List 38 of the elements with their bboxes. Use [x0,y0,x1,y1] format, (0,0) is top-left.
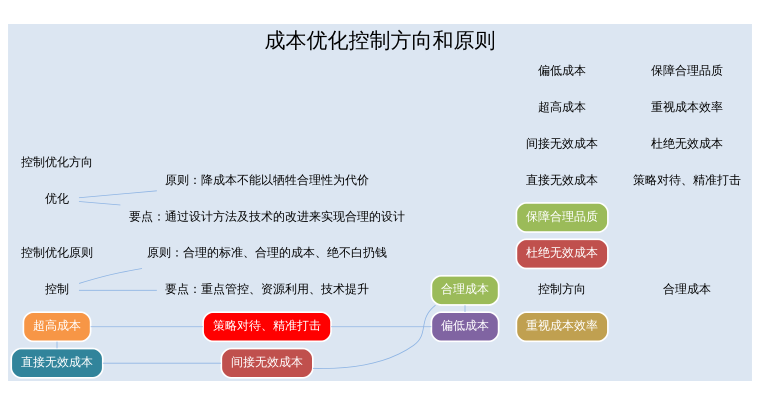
node-box: 间接无效成本 [220,348,314,379]
label: 合理成本 [663,282,712,296]
node-box: 直接无效成本 [10,348,104,379]
node-box: 偏低成本 [430,311,500,342]
diagram-title: 成本优化控制方向和原则 [264,27,496,52]
label: 保障合理品质 [651,64,724,78]
connector [78,290,158,291]
connector [78,201,121,206]
node-text: 控制 [45,282,69,296]
connector [78,268,142,284]
label: 控制优化原则 [21,246,93,260]
connector [312,304,436,369]
connector [102,362,222,364]
node-box: 合理成本 [430,274,500,306]
label: 杜绝无效成本 [651,136,724,150]
node-box: 超高成本 [22,311,92,342]
label: 偏低成本 [538,64,586,78]
connector [330,326,432,328]
node-box: 策略对待、精准打击 [202,311,332,342]
node-box: 重视成本效率 [516,311,609,342]
node-text: 要点：重点管控、资源利用、技术提升 [165,282,370,296]
node-text: 要点：通过设计方法及技术的改进来实现合理的设计 [129,209,406,224]
label: 控制优化方向 [21,155,93,170]
label: 控制方向 [538,282,586,296]
connector [464,304,466,312]
label: 直接无效成本 [526,172,598,187]
connector [78,190,158,198]
node-box: 保障合理品质 [516,202,609,233]
connector [90,326,204,328]
label: 间接无效成本 [526,136,598,150]
node-text: 原则：降成本不能以牺牲合理性为代价 [165,172,370,187]
label: 重视成本效率 [651,100,724,114]
node-text: 优化 [45,192,69,206]
connector [56,341,58,349]
label: 超高成本 [538,100,586,114]
node-text: 原则：合理的标准、合理的成本、绝不白扔钱 [147,246,388,260]
label: 策略对待、精准打击 [633,172,742,187]
node-box: 杜绝无效成本 [516,238,609,270]
